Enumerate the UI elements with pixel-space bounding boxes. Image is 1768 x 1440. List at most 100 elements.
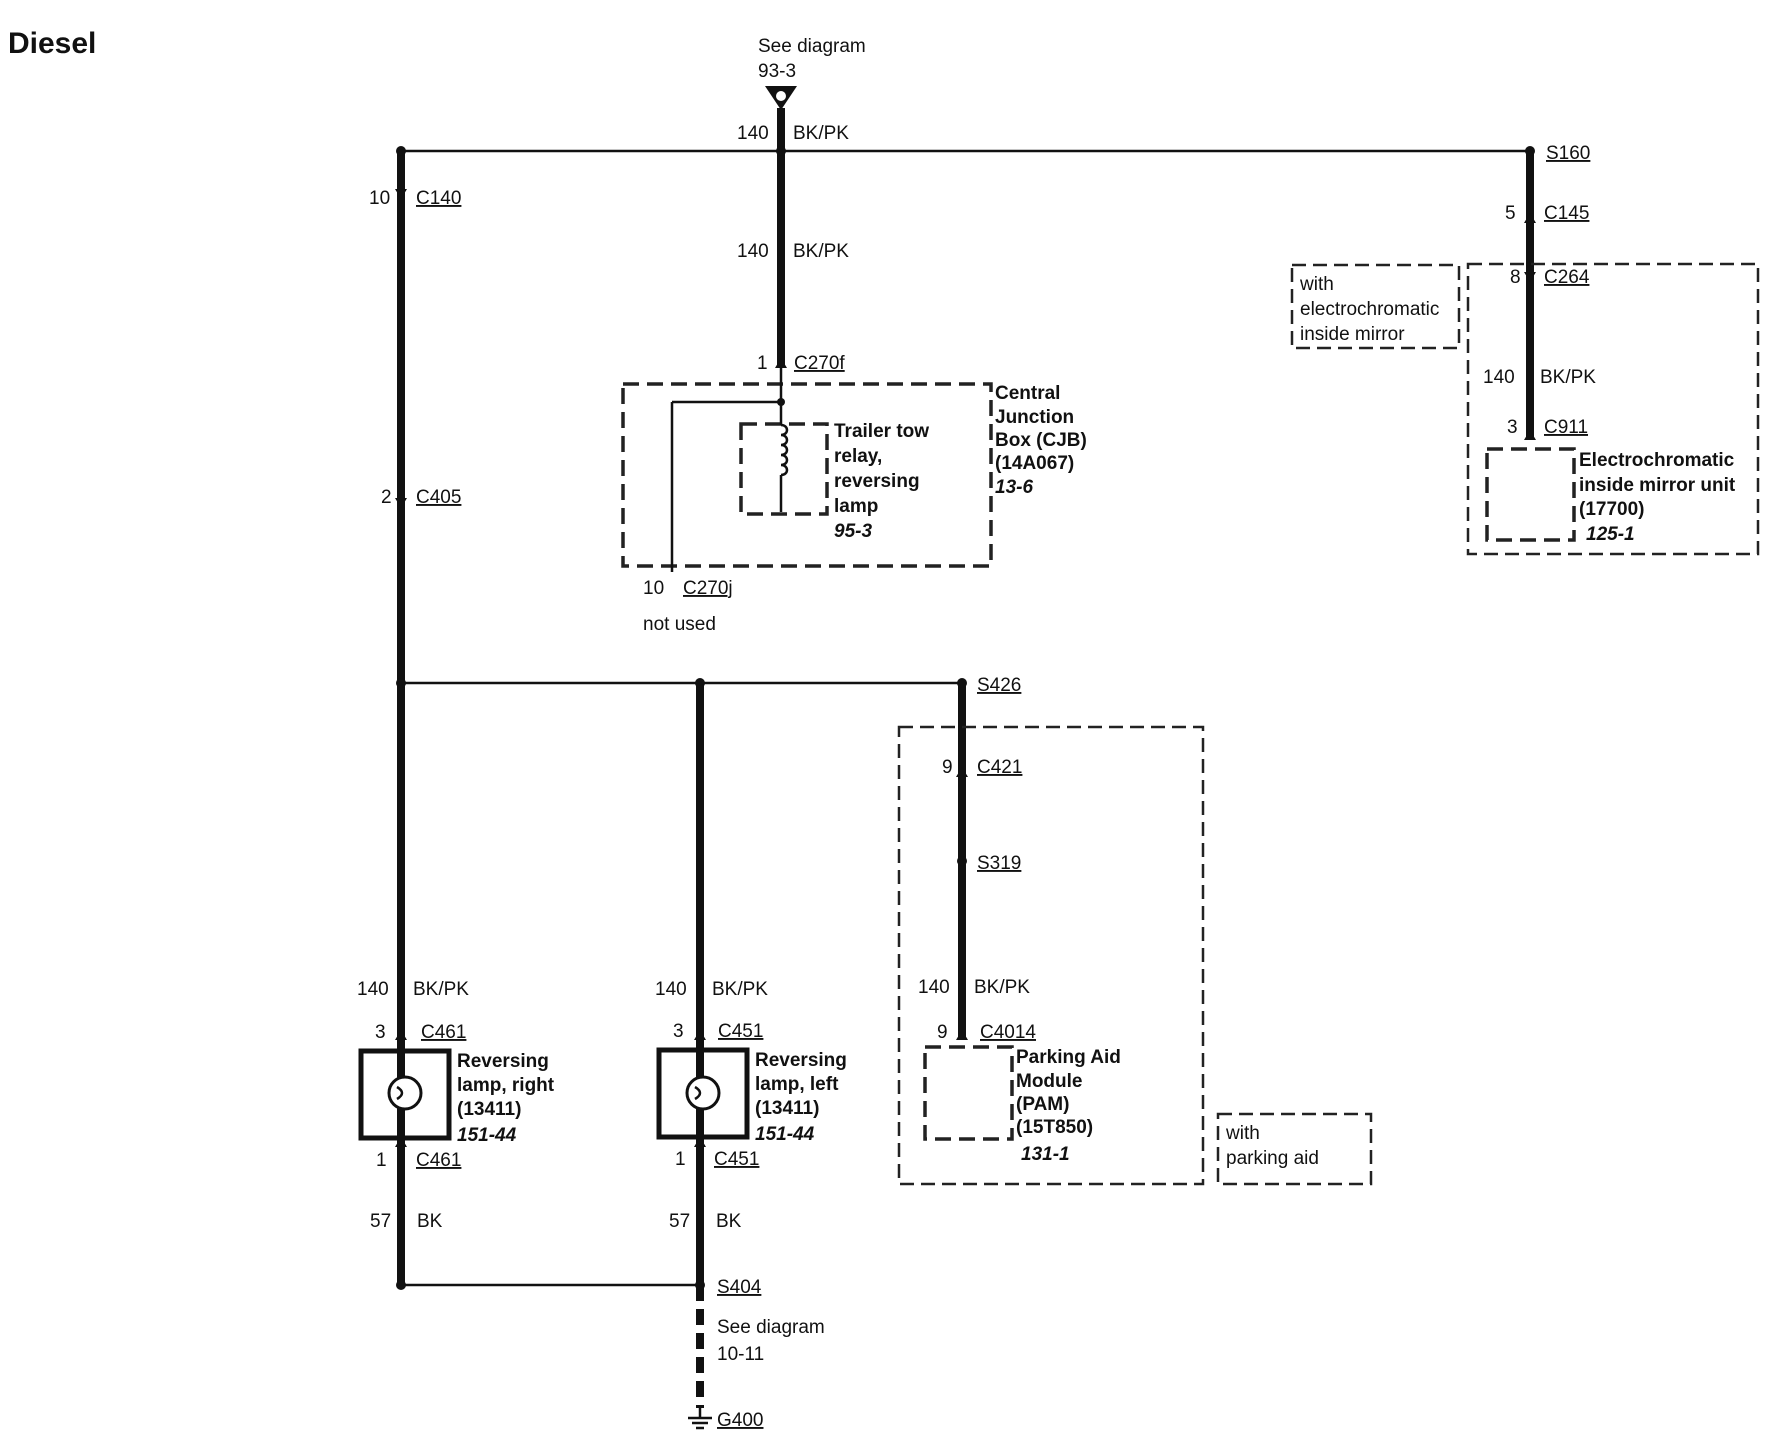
connector-name: C911	[1544, 417, 1588, 438]
splice-label: S160	[1546, 143, 1590, 164]
pam-option-line2: parking aid	[1226, 1148, 1319, 1169]
wire-circuit-label: 57	[370, 1211, 391, 1232]
feed-connector-hole	[776, 91, 786, 101]
splice-label: S319	[977, 853, 1021, 874]
wire-color-label: BK/PK	[793, 123, 849, 144]
lamp-right-ref: 151-44	[457, 1125, 517, 1146]
connector-pin: 9	[937, 1022, 948, 1043]
relay-label-3: reversing	[834, 471, 920, 492]
lamp-left-ref: 151-44	[755, 1124, 815, 1145]
splice-s319-dot	[957, 856, 967, 866]
bottom-ref-line1: See diagram	[717, 1317, 825, 1338]
splice-dot	[776, 146, 786, 156]
ground-icon	[688, 1408, 712, 1430]
connector-name: C140	[416, 188, 461, 209]
lamp-bulb-icon	[685, 1075, 721, 1111]
wire-color-label: BK/PK	[793, 241, 849, 262]
wire-circuit-label: 140	[655, 979, 687, 1000]
connector-name: C461	[416, 1150, 461, 1171]
relay-label-1: Trailer tow	[834, 421, 929, 442]
mirror-option-line1: with	[1299, 274, 1334, 295]
cjb-label-2: Junction	[995, 407, 1074, 428]
mirror-unit-box	[1485, 447, 1576, 542]
splice-s160-dot	[1525, 146, 1535, 156]
connector-pin: 8	[1510, 267, 1521, 288]
wire-circuit-label: 140	[737, 241, 769, 262]
cjb-ref: 13-6	[995, 477, 1033, 498]
mirror-unit-label-2: inside mirror unit	[1579, 475, 1736, 496]
wire-circuit-label: 57	[669, 1211, 690, 1232]
connector-name: C270f	[794, 353, 845, 374]
pam-label-2: Module	[1016, 1071, 1083, 1092]
reversing-lamp-right: Reversing lamp, right (13411) 151-44	[358, 1040, 555, 1146]
wire-color-label: BK/PK	[1540, 367, 1596, 388]
splice-label: S404	[717, 1277, 762, 1298]
lamp-left-label-3: (13411)	[755, 1098, 819, 1119]
cjb-label-3: Box (CJB)	[995, 430, 1087, 451]
connector-pin: 3	[673, 1021, 684, 1042]
pam-label-4: (15T850)	[1016, 1117, 1093, 1138]
connector-pin: 3	[375, 1022, 386, 1043]
relay-label-2: relay,	[834, 446, 882, 467]
connector-pin: 9	[942, 757, 953, 778]
connector-pin: 3	[1507, 417, 1518, 438]
relay-coil-icon	[780, 423, 789, 477]
bottom-ref-line2: 10-11	[717, 1344, 764, 1365]
connector-pin: 1	[675, 1149, 686, 1170]
splice-label: S426	[977, 675, 1021, 696]
mirror-option-line3: inside mirror	[1300, 324, 1405, 345]
mirror-option-outline	[1466, 262, 1760, 556]
connector-pin: 5	[1505, 203, 1516, 224]
connector-pin: 10	[643, 578, 664, 599]
connector-pin: 1	[376, 1150, 387, 1171]
mirror-unit-label-3: (17700)	[1579, 499, 1645, 520]
wire-color-label: BK	[716, 1211, 742, 1232]
wire-circuit-label: 140	[918, 977, 950, 998]
wire-color-label: BK/PK	[974, 977, 1030, 998]
connector-name: C461	[421, 1022, 466, 1043]
central-junction-box: Trailer tow relay, reversing lamp 95-3 C…	[621, 368, 1087, 572]
cjb-label-1: Central	[995, 383, 1060, 404]
lamp-right-label-2: lamp, right	[457, 1075, 555, 1096]
lamp-left-label-1: Reversing	[755, 1050, 847, 1071]
pam-label-1: Parking Aid	[1016, 1047, 1121, 1068]
connector-name: C405	[416, 487, 461, 508]
connector-chevrons	[395, 189, 1536, 1147]
wire-color-label: BK/PK	[413, 979, 469, 1000]
pam-box	[923, 1045, 1014, 1141]
mirror-option-line2: electrochromatic	[1300, 299, 1439, 320]
connector-name: C264	[1544, 267, 1590, 288]
connector-pin: 1	[757, 353, 768, 374]
connector-name: C270j	[683, 578, 733, 599]
splice-dot	[396, 678, 406, 688]
lamp-bulb-icon	[387, 1075, 423, 1111]
top-ref-line1: See diagram	[758, 36, 866, 57]
relay-ref: 95-3	[834, 521, 872, 542]
splice-s404-dot	[695, 1280, 705, 1290]
page-title: Diesel	[8, 27, 96, 60]
cjb-outline	[621, 382, 993, 568]
splice-s426-dot	[957, 678, 967, 688]
relay-label-4: lamp	[834, 496, 878, 517]
connector-name: C421	[977, 757, 1022, 778]
pam-option-line1: with	[1225, 1123, 1260, 1144]
wire-color-label: BK	[417, 1211, 443, 1232]
relay-outline	[739, 422, 829, 516]
wire-circuit-label: 140	[1483, 367, 1515, 388]
lamp-right-label-3: (13411)	[457, 1099, 521, 1120]
wire-circuit-label: 140	[737, 123, 769, 144]
reversing-lamp-left: Reversing lamp, left (13411) 151-44	[656, 1040, 847, 1145]
ground-label: G400	[717, 1410, 763, 1431]
top-reference: See diagram 93-3	[758, 36, 866, 110]
splice-dot	[695, 678, 705, 688]
lamp-right-label-1: Reversing	[457, 1051, 549, 1072]
splice-dot	[396, 1280, 406, 1290]
pam-option-outline	[897, 725, 1205, 1186]
wire-color-label: BK/PK	[712, 979, 768, 1000]
pam-label-3: (PAM)	[1016, 1094, 1069, 1115]
connector-name: C145	[1544, 203, 1589, 224]
mirror-unit-ref: 125-1	[1586, 524, 1635, 545]
connector-name: C451	[718, 1021, 763, 1042]
connector-name: C451	[714, 1149, 759, 1170]
splice-dot	[396, 146, 406, 156]
